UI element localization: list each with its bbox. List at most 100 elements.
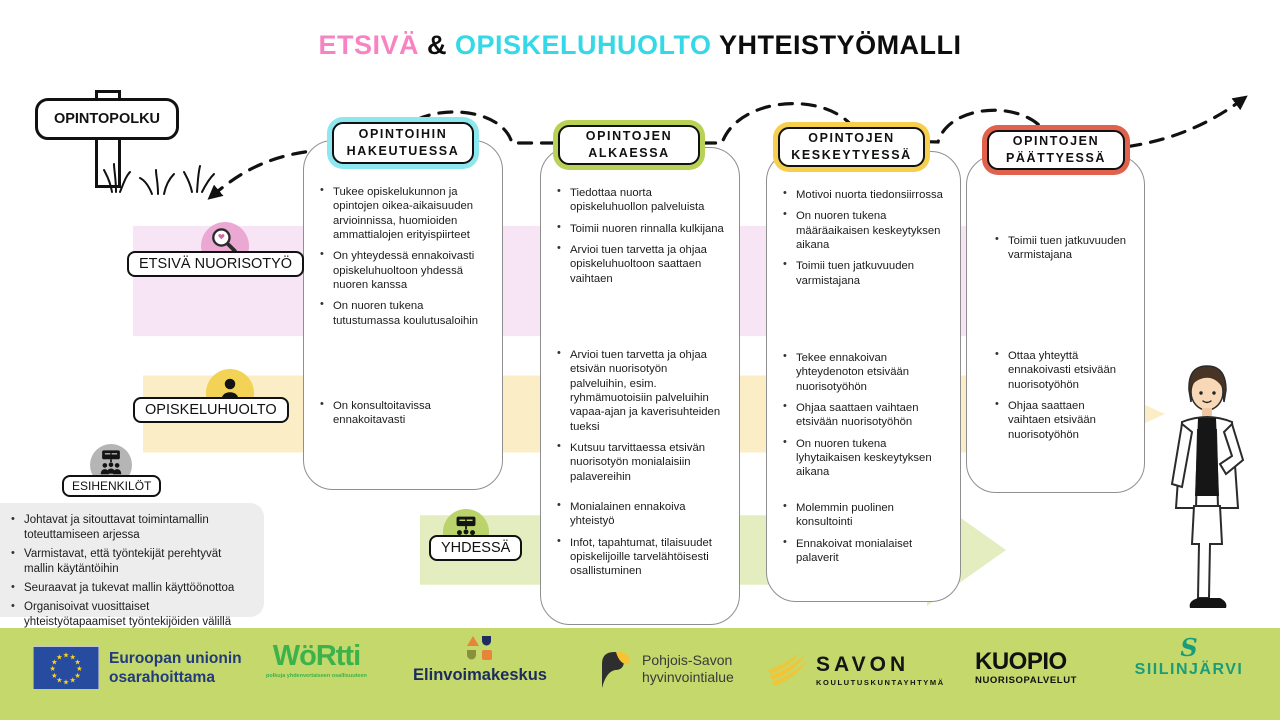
phase-header-inner: OPINTOIHIN HAKEUTUESSA — [332, 122, 474, 164]
bullet-item: Ohjaa saattaen vaihtaen etsivään nuoriso… — [781, 400, 946, 430]
svg-text:★: ★ — [76, 664, 82, 673]
phase-header-line2: HAKEUTUESSA — [346, 144, 460, 158]
wortti-wordmark: WöRtti — [272, 640, 361, 672]
phase-header-inner: OPINTOJEN ALKAESSA — [558, 125, 700, 165]
title-rest: YHTEISTYÖMALLI — [719, 30, 962, 60]
bullet-item: Toimii tuen jatkuvuuden varmistajana — [781, 258, 946, 288]
bullet-item: Toimii nuoren rinnalla kulkijana — [555, 221, 725, 236]
row-label-esihenkilot-text: ESIHENKILÖT — [72, 479, 152, 493]
phase-header-line1: OPINTOIHIN — [358, 127, 448, 142]
bullet-item: Tekee ennakoivan yhteydenoton etsivään n… — [781, 350, 946, 394]
col4-etsiva-list: Toimii tuen jatkuvuuden varmistajana — [967, 233, 1144, 270]
row-label-yhdessa: YHDESSÄ — [429, 535, 523, 561]
column-opintoihin-hakeutuessa: Tukee opiskelukunnon ja opintojen oikea-… — [303, 140, 503, 490]
phase-header-line2: PÄÄTTYESSÄ — [1005, 151, 1107, 165]
bullet-item: Tukee opiskelukunnon ja opintojen oikea-… — [318, 184, 488, 242]
column-opintojen-keskeytyessa: Motivoi nuorta tiedonsiirrossa On nuoren… — [766, 151, 961, 602]
esihenkilot-bullet: Seuraavat ja tukevat mallin käyttöönotto… — [8, 580, 254, 596]
elinvoimakeskus-logo: Elinvoimakeskus — [404, 634, 556, 685]
esihenkilot-bullet: Varmistavat, että työntekijät perehtyvät… — [8, 546, 254, 577]
esihenkilot-bullet: Johtavat ja sitouttavat toimintamallin t… — [8, 512, 254, 543]
phase-header-inner: OPINTOJEN PÄÄTTYESSÄ — [987, 130, 1125, 170]
title-amp: & — [427, 30, 447, 60]
pohjois-savon-line1: Pohjois-Savon — [642, 651, 733, 668]
bullet-item: Ohjaa saattaen vaihtaen etsivään nuoriso… — [993, 398, 1130, 442]
col3-opiskeluhuolto-list: Tekee ennakoivan yhteydenoton etsivään n… — [767, 350, 960, 487]
bullet-item: Motivoi nuorta tiedonsiirrossa — [781, 187, 946, 202]
siilinjarvi-s-icon: S — [1180, 633, 1198, 662]
col2-etsiva-list: Tiedottaa nuorta opiskeluhuollon palvelu… — [541, 185, 739, 293]
eu-flag-icon: ★★★ ★★★ ★★★ ★★★ — [33, 646, 99, 690]
bullet-item: Tiedottaa nuorta opiskeluhuollon palvelu… — [555, 185, 725, 215]
savon-wordmark: SAVON — [816, 652, 910, 676]
svg-text:★: ★ — [63, 678, 69, 687]
svg-text:★: ★ — [51, 657, 57, 666]
person-illustration — [1170, 365, 1245, 608]
bullet-item: On nuoren tukena lyhytaikaisen keskeytyk… — [781, 436, 946, 480]
bullet-item: Monialainen ennakoiva yhteistyö — [555, 499, 725, 529]
col2-yhdessa-list: Monialainen ennakoiva yhteistyö Infot, t… — [541, 499, 739, 586]
svg-text:★: ★ — [49, 664, 55, 673]
phase-header-inner: OPINTOJEN KESKEYTYESSÄ — [778, 127, 925, 167]
siilinjarvi-wordmark: SIILINJÄRVI — [1134, 661, 1244, 678]
eu-logo: ★★★ ★★★ ★★★ ★★★ Euroopan unionin osaraho… — [33, 646, 242, 690]
phase-header-line1: OPINTOJEN — [1012, 134, 1100, 149]
magnifier-icon — [212, 228, 237, 253]
savon-text: SAVON KOULUTUSKUNTAYHTYMÄ — [816, 654, 945, 687]
phase-header-line2: ALKAESSA — [588, 146, 670, 160]
elinvoimakeskus-icon — [467, 636, 492, 660]
col1-opiskeluhuolto-list: On konsultoitavissa ennakoitavasti — [304, 398, 502, 435]
esihenkilot-panel: Johtavat ja sitouttavat toimintamallin t… — [0, 503, 264, 628]
pohjois-savon-logo: Pohjois-Savon hyvinvointialue — [598, 648, 734, 690]
savon-icon — [768, 652, 808, 686]
bullet-item: Infot, tapahtumat, tilaisuudet opiskelij… — [555, 535, 725, 579]
savon-subtitle: KOULUTUSKUNTAYHTYMÄ — [816, 677, 945, 687]
pohjois-savon-icon — [602, 651, 630, 688]
eu-text: Euroopan unionin osarahoittama — [109, 649, 242, 688]
title-opiskeluhuolto: OPISKELUHUOLTO — [455, 30, 712, 60]
kuopio-subtitle: NUORISOPALVELUT — [975, 675, 1078, 686]
row-label-etsiva: ETSIVÄ NUORISOTYÖ — [127, 251, 305, 277]
bullet-item: Toimii tuen jatkuvuuden varmistajana — [993, 233, 1130, 263]
phase-header-paattyessa: OPINTOJEN PÄÄTTYESSÄ — [982, 125, 1130, 175]
title-etsiva: ETSIVÄ — [318, 30, 419, 60]
wortti-logo: WöRtti polkuja yhdenvertaiseen osallisuu… — [266, 640, 367, 680]
bullet-item: On nuoren tukena tutustumassa koulutusal… — [318, 298, 488, 328]
bullet-item: Kutsuu tarvittaessa etsivän nuorisotyön … — [555, 440, 725, 484]
col4-opiskeluhuolto-list: Ottaa yhteyttä ennakoivasti etsivään nuo… — [967, 348, 1144, 449]
siilinjarvi-logo: S SIILINJÄRVI — [1118, 636, 1260, 679]
column-opintojen-alkaessa: Tiedottaa nuorta opiskeluhuollon palvelu… — [540, 147, 740, 625]
wortti-tagline: polkuja yhdenvertaiseen osallisuuteen — [266, 673, 367, 679]
col3-etsiva-list: Motivoi nuorta tiedonsiirrossa On nuoren… — [767, 187, 960, 295]
pohjois-savon-line2: hyvinvointialue — [642, 669, 734, 685]
phase-header-line2: KESKEYTYESSÄ — [791, 148, 912, 162]
row-label-etsiva-text: ETSIVÄ NUORISOTYÖ — [139, 256, 293, 272]
col1-etsiva-list: Tukee opiskelukunnon ja opintojen oikea-… — [304, 184, 502, 335]
row-label-esihenkilot: ESIHENKILÖT — [62, 475, 162, 497]
grass-icon — [103, 163, 215, 195]
kuopio-wordmark: KUOPIO — [975, 648, 1067, 675]
bullet-item: Ennakoivat monialaiset palaverit — [781, 536, 946, 566]
svg-text:★: ★ — [56, 676, 62, 685]
svg-text:★: ★ — [51, 671, 57, 680]
column-opintojen-paattyessa: Toimii tuen jatkuvuuden varmistajana Ott… — [966, 155, 1145, 493]
bullet-item: Molemmin puolinen konsultointi — [781, 500, 946, 530]
esihenkilot-list: Johtavat ja sitouttavat toimintamallin t… — [0, 503, 264, 640]
phase-header-line1: OPINTOJEN — [808, 131, 895, 146]
svg-text:★: ★ — [69, 652, 75, 661]
footer-bar: ★★★ ★★★ ★★★ ★★★ Euroopan unionin osaraho… — [0, 628, 1280, 720]
signpost-label: OPINTOPOLKU — [53, 111, 161, 127]
phase-header-line1: OPINTOJEN — [585, 129, 673, 144]
kuopio-logo: KUOPIO NUORISOPALVELUT — [975, 648, 1078, 687]
elinvoimakeskus-wordmark: Elinvoimakeskus — [413, 666, 547, 684]
col2-opiskeluhuolto-list: Arvioi tuen tarvetta ja ohjaa etsivän nu… — [541, 347, 739, 491]
bullet-item: Ottaa yhteyttä ennakoivasti etsivään nuo… — [993, 348, 1130, 392]
bullet-item: On nuoren tukena määräaikaisen keskeytyk… — [781, 208, 946, 252]
eu-text-line1: Euroopan unionin — [109, 649, 242, 667]
page-title: ETSIVÄ & OPISKELUHUOLTO YHTEISTYÖMALLI — [0, 30, 1280, 61]
svg-text:★: ★ — [74, 657, 80, 666]
bullet-item: On yhteydessä ennakoivasti opiskeluhuolt… — [318, 248, 488, 292]
svg-text:★: ★ — [74, 671, 80, 680]
signpost-board: OPINTOPOLKU — [35, 98, 179, 140]
